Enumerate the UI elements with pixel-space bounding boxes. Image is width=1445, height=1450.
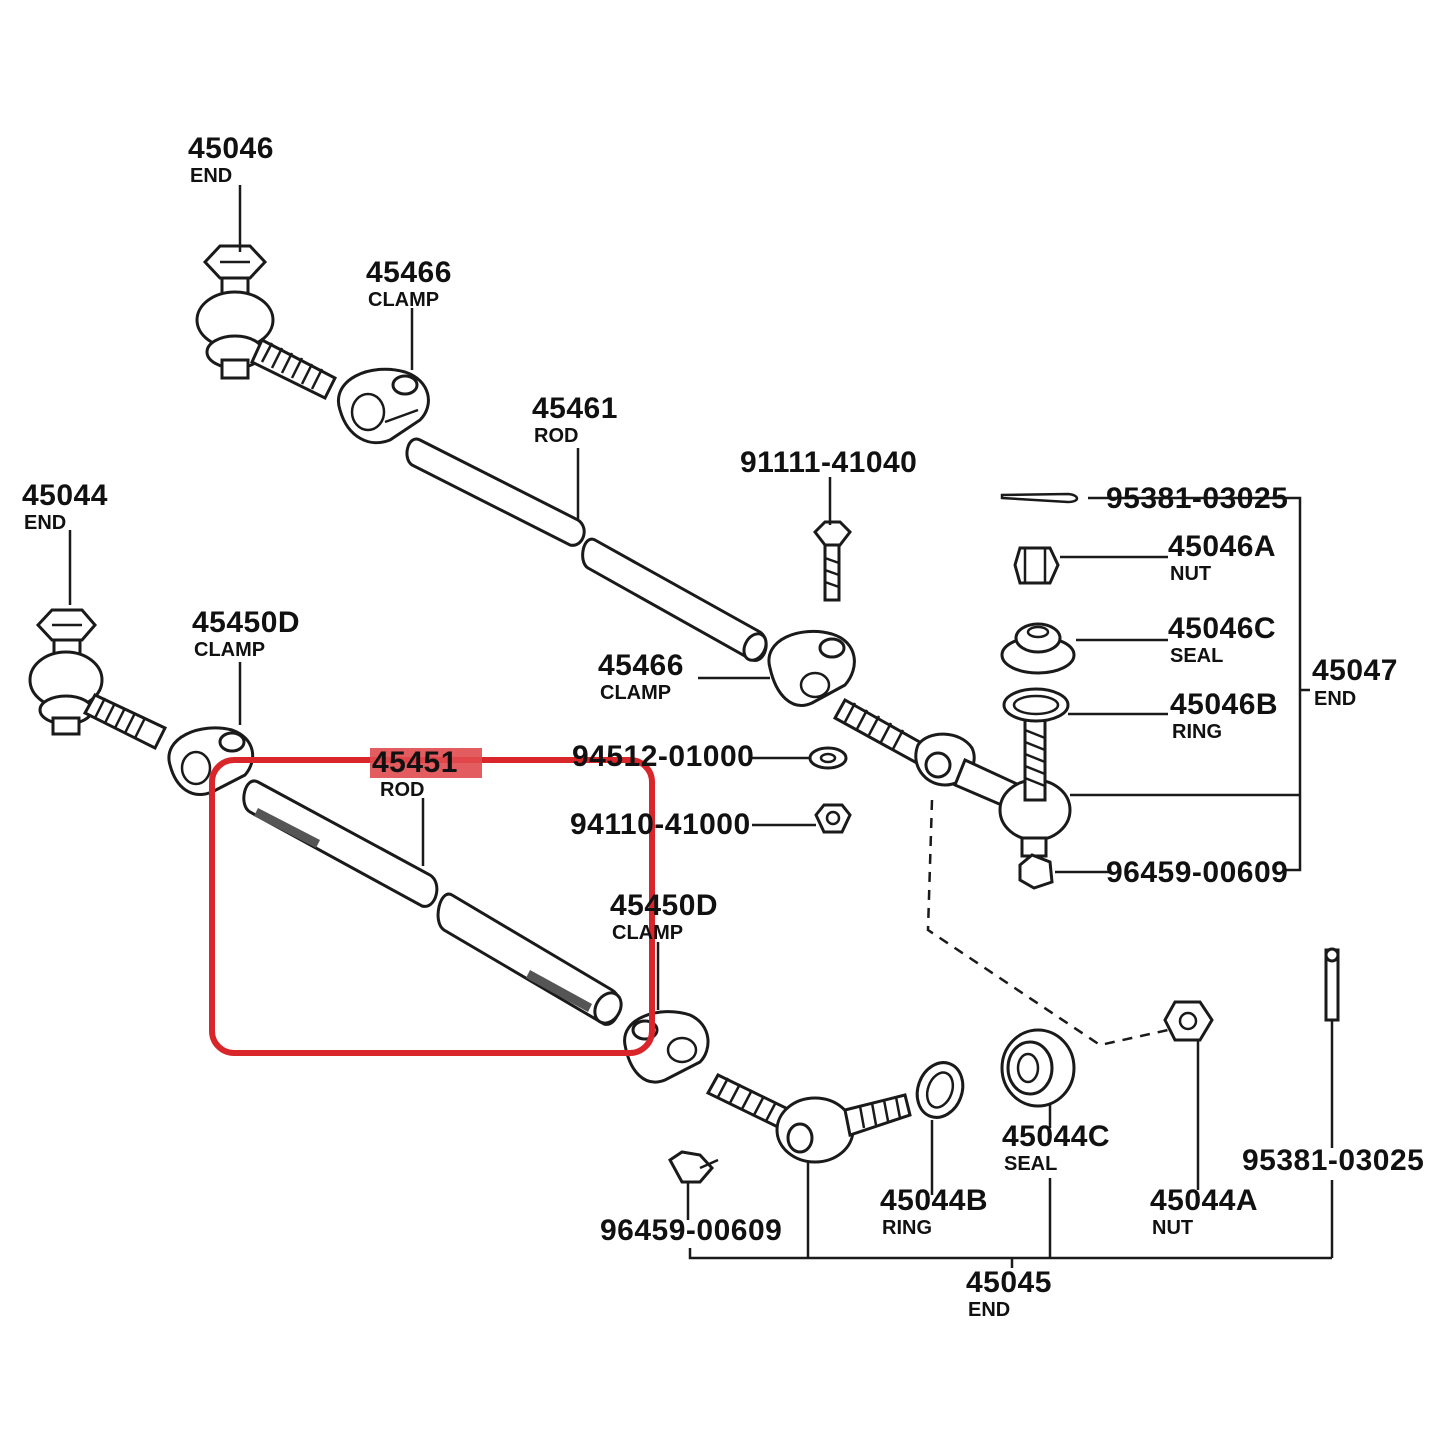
rod-45451-lower bbox=[242, 779, 623, 1026]
label-96459-bottom-num: 96459-00609 bbox=[600, 1214, 782, 1247]
label-45046B-word: RING bbox=[1172, 721, 1222, 743]
label-45461-num: 45461 bbox=[532, 392, 618, 425]
leader-lines bbox=[68, 185, 1334, 1268]
cotter-pin-95381-bottom bbox=[1324, 947, 1340, 1022]
label-45450D-right-num: 45450D bbox=[610, 889, 718, 922]
label-45044A-word: NUT bbox=[1152, 1217, 1193, 1239]
label-45047-word: END bbox=[1314, 688, 1356, 710]
label-45044-word: END bbox=[24, 512, 66, 534]
label-45451-word: ROD bbox=[380, 779, 424, 801]
label-45466-mid-word: CLAMP bbox=[600, 682, 671, 704]
label-45466-top-word: CLAMP bbox=[368, 289, 439, 311]
label-91111-num: 91111-41040 bbox=[740, 446, 917, 479]
label-45046C-word: SEAL bbox=[1170, 645, 1223, 667]
tie-rod-end-45045 bbox=[705, 1073, 912, 1164]
label-45046A-word: NUT bbox=[1170, 563, 1211, 585]
clamp-45466-upper bbox=[336, 367, 430, 445]
label-45046A-num: 45046A bbox=[1168, 530, 1276, 563]
label-45450D-left-num: 45450D bbox=[192, 606, 300, 639]
label-95381-bottom-num: 95381-03025 bbox=[1242, 1144, 1424, 1177]
clamp-45450D-right bbox=[623, 1010, 710, 1084]
castle-nut-45044A bbox=[1163, 1000, 1214, 1042]
washer-94512-01000 bbox=[808, 746, 848, 770]
clamp-45466-middle bbox=[767, 629, 856, 707]
grease-fitting-96459-bottom bbox=[668, 1150, 719, 1184]
label-45466-mid-num: 45466 bbox=[598, 649, 684, 682]
cotter-pin-95381-top bbox=[1000, 492, 1079, 504]
label-45466-top-num: 45466 bbox=[366, 256, 452, 289]
seal-45044C bbox=[1000, 1028, 1076, 1108]
ring-45046B bbox=[1002, 687, 1070, 723]
label-94110-num: 94110-41000 bbox=[570, 808, 751, 841]
label-45044B-num: 45044B bbox=[880, 1184, 988, 1217]
rod-45461-upper bbox=[405, 437, 768, 662]
grease-fitting-96459-right bbox=[1018, 853, 1054, 890]
bolt-91111-41040 bbox=[813, 520, 852, 602]
label-45047-num: 45047 bbox=[1312, 654, 1398, 687]
label-45046-word: END bbox=[190, 165, 232, 187]
clamp-45450D-left bbox=[167, 726, 255, 796]
castle-nut-45046A bbox=[1013, 546, 1060, 585]
tie-rod-end-45046 bbox=[195, 244, 338, 401]
label-45045-num: 45045 bbox=[966, 1266, 1052, 1299]
label-45046-num: 45046 bbox=[188, 132, 274, 165]
label-45450D-left-word: CLAMP bbox=[194, 639, 265, 661]
label-45044-num: 45044 bbox=[22, 479, 108, 512]
ring-45044B bbox=[915, 1061, 965, 1119]
label-45046C-num: 45046C bbox=[1168, 612, 1276, 645]
tie-rod-end-45044 bbox=[28, 608, 168, 751]
tie-rod-end-45047 bbox=[832, 697, 1072, 858]
label-45451-num: 45451 bbox=[372, 746, 458, 779]
highlight-label-mask bbox=[370, 748, 482, 778]
label-45450D-right-word: CLAMP bbox=[612, 922, 683, 944]
label-45046B-num: 45046B bbox=[1170, 688, 1278, 721]
label-96459-right-num: 96459-00609 bbox=[1106, 856, 1288, 889]
label-45044C-num: 45044C bbox=[1002, 1120, 1110, 1153]
labels: 45046 END 45466 CLAMP 45461 ROD 91111-41… bbox=[22, 132, 1424, 1321]
label-45461-word: ROD bbox=[534, 425, 578, 447]
label-95381-top-num: 95381-03025 bbox=[1106, 482, 1288, 515]
label-45044A-num: 45044A bbox=[1150, 1184, 1258, 1217]
label-94512-num: 94512-01000 bbox=[572, 740, 754, 773]
label-45044B-word: RING bbox=[882, 1217, 932, 1239]
label-45044C-word: SEAL bbox=[1004, 1153, 1057, 1175]
label-45045-word: END bbox=[968, 1299, 1010, 1321]
seal-45046C bbox=[1000, 622, 1076, 675]
nut-94110-41000 bbox=[814, 803, 852, 834]
